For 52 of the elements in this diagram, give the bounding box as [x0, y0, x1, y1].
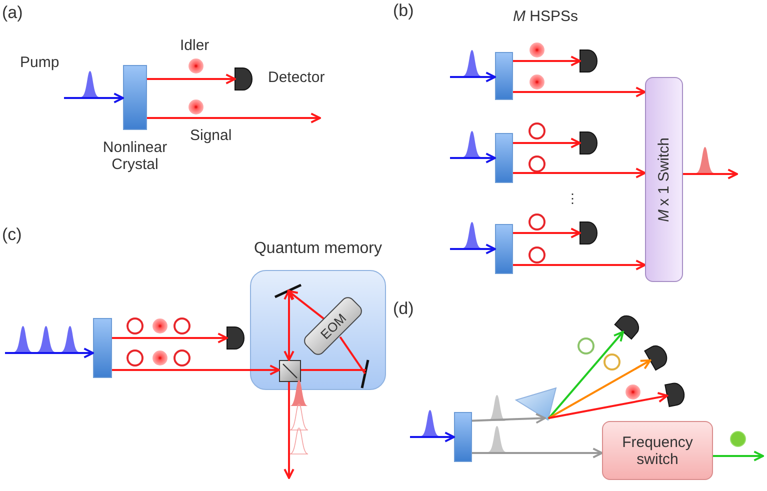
arrow — [287, 290, 325, 320]
panel-label: (c) — [2, 226, 22, 245]
switch-box: Frequency switch — [602, 421, 713, 480]
arrow — [112, 332, 228, 344]
switch-box: M x 1 Switch — [645, 77, 683, 282]
arrow — [513, 56, 581, 66]
text-label: Signal — [190, 128, 232, 144]
arrow — [548, 330, 624, 420]
panel-label: (d) — [393, 300, 414, 319]
arrow — [5, 348, 94, 358]
prism — [514, 386, 558, 422]
arrow — [548, 392, 668, 420]
arrow — [147, 74, 236, 84]
arrow — [450, 152, 496, 164]
arrow — [513, 228, 581, 238]
arrow — [450, 244, 496, 254]
arrow — [683, 168, 738, 180]
arrow — [513, 260, 646, 270]
arrow — [713, 450, 764, 462]
arrow — [472, 448, 603, 458]
arrow — [284, 290, 294, 361]
crystal-block — [495, 133, 513, 183]
panel-label: (a) — [2, 4, 23, 23]
panel-label: (b) — [393, 2, 414, 21]
text-label: M HSPSs — [513, 9, 578, 26]
arrow — [472, 413, 546, 424]
mirror — [273, 283, 303, 299]
arrow — [284, 382, 294, 479]
crystal-block — [93, 318, 112, 378]
crystal-block — [495, 224, 513, 274]
crystal-block — [454, 412, 472, 462]
arrow — [513, 168, 646, 178]
text-label: Idler — [180, 38, 210, 54]
mirror — [359, 358, 371, 390]
arrow — [112, 364, 280, 376]
arrow — [147, 112, 321, 124]
beam-splitter-cube — [279, 360, 301, 382]
crystal-block — [123, 65, 147, 130]
arrow — [513, 86, 646, 98]
heading: Quantum memory — [252, 240, 384, 258]
crystal-block — [495, 52, 513, 100]
text-label: Nonlinear Crystal — [102, 140, 168, 173]
arrow — [513, 138, 581, 148]
arrow — [410, 432, 455, 442]
arrow — [548, 359, 652, 420]
arrow — [64, 92, 124, 104]
arrow — [450, 72, 496, 82]
beam-line — [301, 369, 366, 371]
text-label: Pump — [20, 55, 60, 72]
text-label: Detector — [268, 70, 325, 86]
ellipsis-mark: ⋮ — [566, 192, 579, 206]
beam-line — [339, 336, 366, 374]
